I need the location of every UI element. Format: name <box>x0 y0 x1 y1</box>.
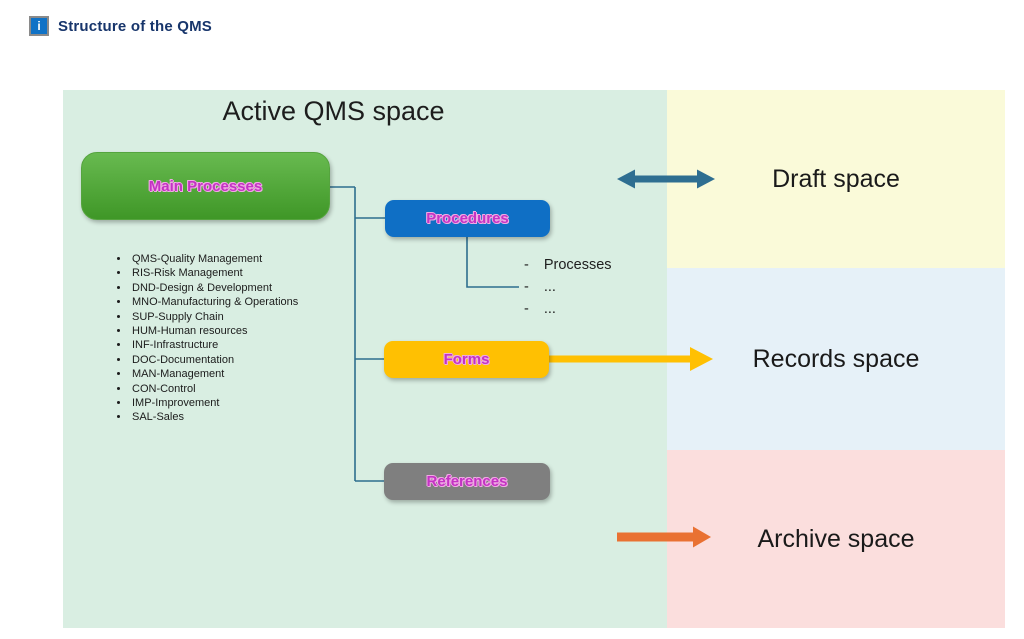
process-list-item: SUP-Supply Chain <box>130 310 298 324</box>
process-list-item: IMP-Improvement <box>130 396 298 410</box>
records-space-panel: Records space <box>667 268 1005 450</box>
procedures-sublist: - Processes - ... - ... <box>524 254 612 320</box>
dash-marker: - <box>524 257 529 273</box>
main-processes-box: Main Processes <box>81 152 330 220</box>
procedures-sublist-item: - ... <box>524 276 612 298</box>
procedures-box: Procedures <box>385 200 550 237</box>
procedures-sublist-text: ... <box>543 279 556 295</box>
process-list-item: RIS-Risk Management <box>130 266 298 280</box>
info-icon: i <box>29 16 49 36</box>
archive-space-label: Archive space <box>757 524 915 553</box>
procedures-sublist-item: - Processes <box>524 254 612 276</box>
process-list-item: DOC-Documentation <box>130 353 298 367</box>
dash-marker: - <box>524 301 529 317</box>
archive-space-panel: Archive space <box>667 450 1005 628</box>
active-qms-space-title: Active QMS space <box>222 96 445 126</box>
process-list-item: MNO-Manufacturing & Operations <box>130 295 298 309</box>
process-list-item: HUM-Human resources <box>130 324 298 338</box>
forms-box: Forms <box>384 341 549 378</box>
page-header: i Structure of the QMS <box>29 16 212 36</box>
page-title: Structure of the QMS <box>58 17 213 35</box>
process-list-item: QMS-Quality Management <box>130 252 298 266</box>
dash-marker: - <box>524 279 529 295</box>
process-list-item: DND-Design & Development <box>130 281 298 295</box>
process-list-item: MAN-Management <box>130 367 298 381</box>
records-space-label: Records space <box>752 344 920 373</box>
process-list-item: SAL-Sales <box>130 410 298 424</box>
procedures-sublist-text: Processes <box>543 257 612 273</box>
procedures-sublist-text: ... <box>543 301 556 317</box>
process-list-item: INF-Infrastructure <box>130 338 298 352</box>
process-list: QMS-Quality Management RIS-Risk Manageme… <box>106 252 298 425</box>
references-box: References <box>384 463 550 500</box>
procedures-sublist-item: - ... <box>524 298 612 320</box>
draft-space-panel: Draft space <box>667 90 1005 268</box>
process-list-item: CON-Control <box>130 382 298 396</box>
draft-space-label: Draft space <box>772 164 900 193</box>
